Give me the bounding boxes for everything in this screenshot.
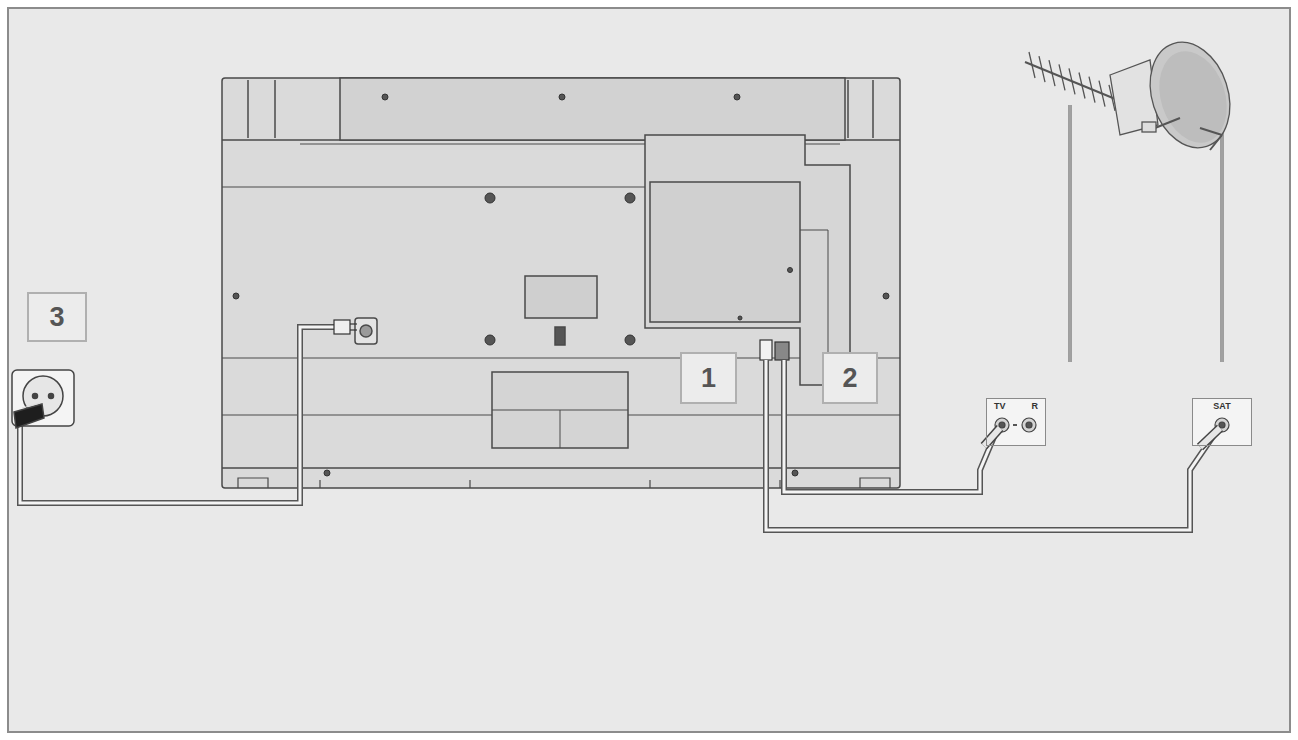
frame [8, 8, 1290, 732]
callout-number: 2 [822, 352, 878, 404]
callout-number: 1 [701, 365, 716, 392]
wall-sockets [986, 398, 1252, 446]
callout-number: 3 [27, 292, 87, 342]
tv-back [222, 78, 900, 488]
callout-number: 3 [49, 304, 64, 331]
socket-label: R [1031, 402, 1040, 411]
callout-number: 2 [842, 365, 857, 392]
socket-label: TV [993, 402, 1007, 411]
antenna-wall-socket: TV R [986, 398, 1046, 446]
power-plug [334, 320, 357, 334]
wall-outlet [12, 370, 74, 428]
terrestrial-antenna [1025, 52, 1158, 362]
tv-screws [233, 94, 889, 476]
antenna-ports [760, 340, 789, 360]
satellite-wall-socket: SAT [1192, 398, 1252, 446]
satellite-dish [1137, 32, 1243, 362]
socket-label: SAT [1212, 402, 1231, 411]
callout-number: 1 [680, 352, 737, 404]
